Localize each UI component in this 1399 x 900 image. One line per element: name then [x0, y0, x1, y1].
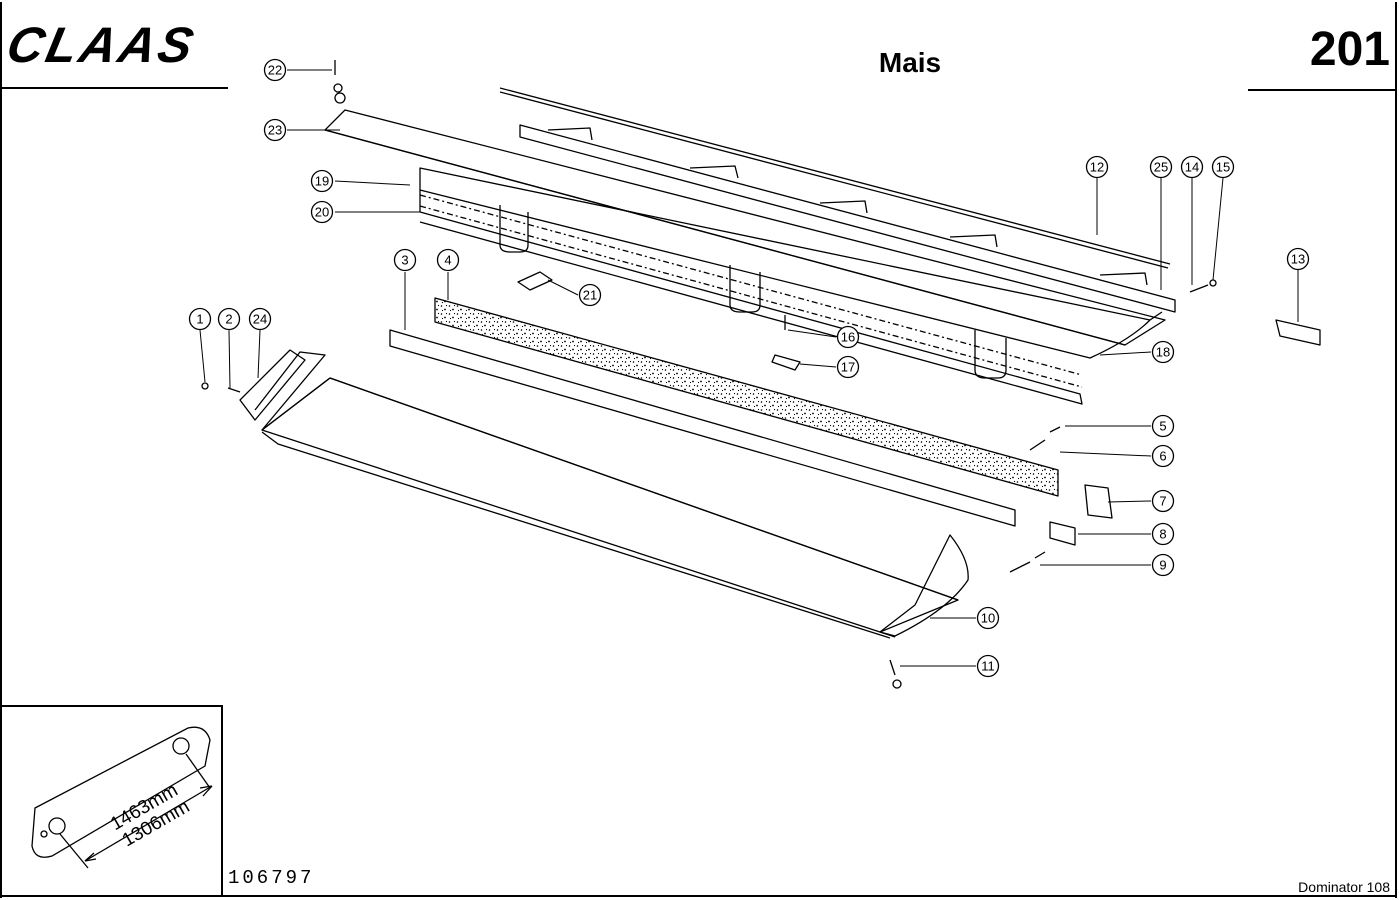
callout-21: 21: [578, 283, 602, 307]
callout-20: 20: [310, 200, 334, 224]
callout-21-label: 21: [583, 288, 597, 303]
callout-23: 23: [263, 118, 287, 142]
callout-16: 16: [836, 325, 860, 349]
inset-hole-large-right: [172, 737, 190, 755]
callout-24: 24: [248, 307, 272, 331]
page-number: 201: [1309, 23, 1390, 76]
callout-17: 17: [836, 355, 860, 379]
callout-25: 25: [1149, 155, 1173, 179]
callout-4-label: 4: [444, 253, 451, 268]
callout-17-label: 17: [841, 360, 855, 375]
callout-3: 3: [393, 248, 417, 272]
callout-11-label: 11: [981, 659, 995, 674]
callout-13: 13: [1286, 247, 1310, 271]
callout-12-label: 12: [1090, 160, 1104, 175]
inset-hole-large-left: [48, 817, 66, 835]
inset-plate-outline: [31, 726, 211, 858]
machine-model: Dominator 108: [1298, 879, 1390, 895]
inset-arrow-right: [199, 785, 213, 797]
callout-24-label: 24: [253, 312, 267, 327]
callout-20-label: 20: [315, 205, 329, 220]
callout-2: 2: [217, 307, 241, 331]
callout-7: 7: [1151, 489, 1175, 513]
callout-8-label: 8: [1159, 527, 1166, 542]
part-3-flat-strip: [389, 329, 1016, 527]
inset-frame: [1, 705, 223, 896]
inset-dimension-line: [84, 785, 213, 862]
page-title: Mais: [878, 47, 942, 78]
callout-12: 12: [1085, 155, 1109, 179]
callout-6: 6: [1151, 444, 1175, 468]
callout-10-label: 10: [981, 611, 995, 626]
callout-9: 9: [1151, 553, 1175, 577]
callout-14-label: 14: [1185, 160, 1199, 175]
part-4-speckled-strip: [434, 297, 1059, 497]
part-19-perforated-rail: [419, 194, 1083, 388]
callout-1: 1: [188, 307, 212, 331]
callout-5-label: 5: [1159, 419, 1166, 434]
part-18-main-shield: [419, 167, 1163, 405]
inset-arrow-left: [84, 852, 97, 862]
callout-14: 14: [1180, 155, 1204, 179]
callout-9-label: 9: [1159, 558, 1166, 573]
callout-8: 8: [1151, 522, 1175, 546]
callout-1-label: 1: [196, 312, 203, 327]
callout-2-label: 2: [225, 312, 232, 327]
callout-18-label: 18: [1156, 345, 1170, 360]
part-23-cover-plate: [324, 109, 1166, 346]
part-12-rod: [499, 87, 1171, 269]
part-24-side-plate: [239, 349, 306, 421]
inset-extension-right: [185, 753, 211, 789]
callout-leaders: [199, 69, 1299, 667]
callout-19: 19: [310, 169, 334, 193]
callout-11: 11: [976, 654, 1000, 678]
callout-19-label: 19: [315, 174, 329, 189]
hardware-pieces: [201, 60, 1321, 689]
callout-10: 10: [976, 606, 1000, 630]
callout-13-label: 13: [1291, 252, 1305, 267]
callout-4: 4: [436, 248, 460, 272]
callout-18: 18: [1151, 340, 1175, 364]
callout-3-label: 3: [401, 253, 408, 268]
callout-16-label: 16: [841, 330, 855, 345]
part-10-trough: [254, 351, 969, 639]
part-25-upper-channel: [519, 124, 1176, 313]
rail-brackets: [499, 205, 1007, 379]
inset-detail-drawing: 1463mm 1306mm: [31, 726, 213, 869]
document-number: 106797: [228, 867, 315, 889]
callout-6-label: 6: [1159, 449, 1166, 464]
callout-25-label: 25: [1154, 160, 1168, 175]
callout-7-label: 7: [1159, 494, 1166, 509]
callout-markers: 1 2 24 3 4 19 20 21 22 23 12 25 14 15 13…: [188, 58, 1310, 678]
callout-22-label: 22: [268, 63, 282, 78]
callout-5: 5: [1151, 414, 1175, 438]
callout-23-label: 23: [268, 123, 282, 138]
inset-hole-small-left: [40, 830, 48, 838]
inset-extension-left: [59, 833, 89, 869]
callout-22: 22: [263, 58, 287, 82]
callout-15: 15: [1211, 155, 1235, 179]
callout-15-label: 15: [1216, 160, 1230, 175]
